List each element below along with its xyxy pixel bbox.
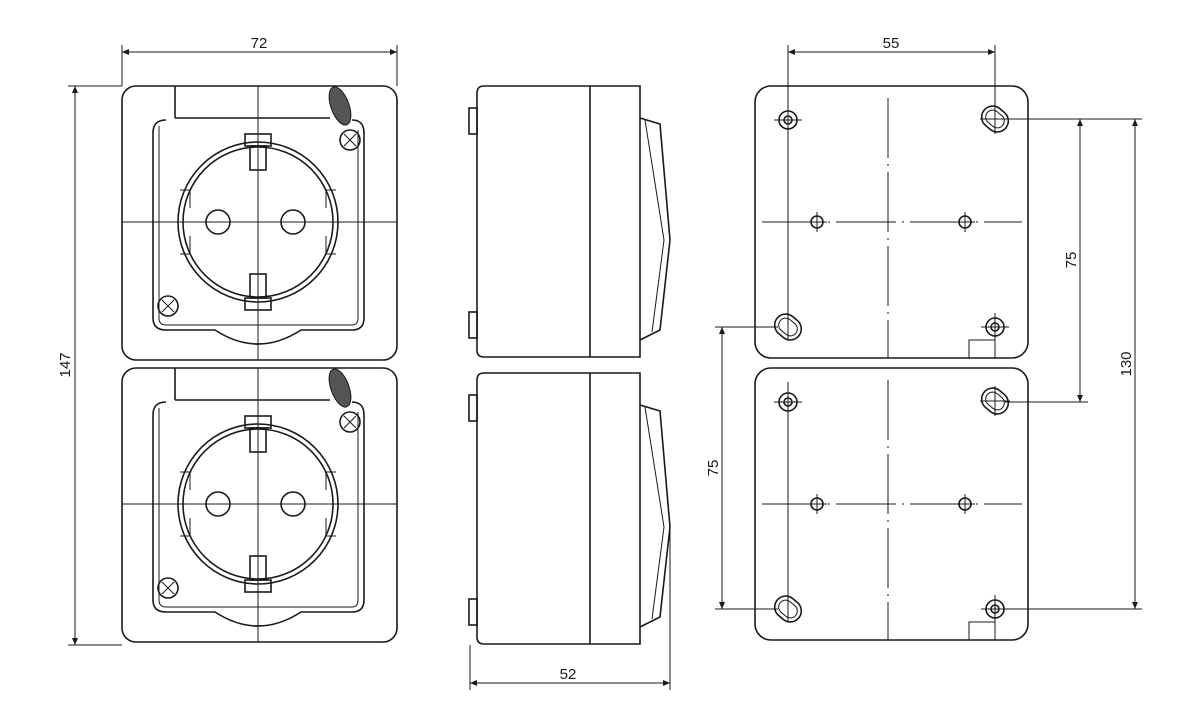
front-socket-module-bottom: [121, 365, 398, 643]
side-depth-label: 52: [560, 666, 577, 683]
side-module-bottom: [468, 372, 671, 645]
hole-spacing-extension-lines: [787, 45, 996, 110]
back-horizontal-spacing-label: 55: [883, 35, 900, 52]
side-view: 52: [468, 85, 671, 690]
back-total-spacing-label: 130: [1118, 351, 1135, 376]
right-extension-lines: [1005, 118, 1142, 610]
front-width-label: 72: [251, 35, 268, 52]
back-vertical-spacing-right-label: 75: [1063, 252, 1080, 269]
front-view: 72 147: [57, 35, 398, 646]
back-view: 55 75 130 75: [705, 35, 1142, 641]
back-vertical-spacing-left-label: 75: [705, 460, 722, 477]
back-module-bottom: [754, 367, 1029, 641]
left-extension-lines: [715, 326, 778, 610]
front-height-label: 147: [57, 352, 74, 377]
height-extension-lines: [68, 85, 122, 646]
side-module-top: [468, 85, 671, 358]
front-socket-module-top: [121, 83, 398, 361]
back-module-top: [754, 85, 1029, 359]
